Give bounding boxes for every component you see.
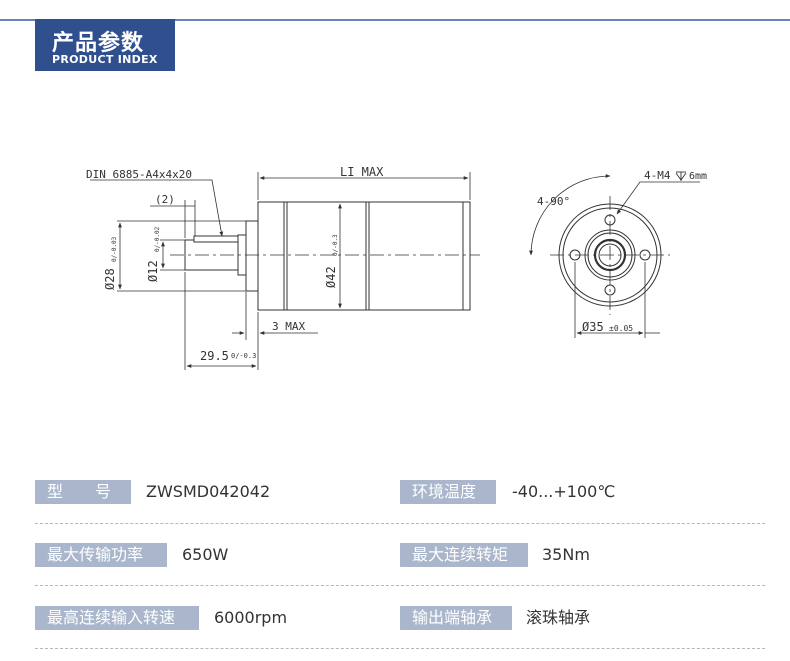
header-rule [0, 19, 790, 21]
shaft-diameter-tol: 0/-0.02 [154, 226, 161, 252]
spec-label-model: 型 号 [35, 480, 131, 504]
shaft-diameter-label: Ø12 [146, 260, 160, 282]
spec-label-ambient-temp: 环境温度 [400, 480, 496, 504]
spec-label-max-speed: 最高连续输入转速 [35, 606, 199, 630]
spec-label-max-torque: 最大连续转矩 [400, 543, 528, 567]
depth-label: 6mm [689, 171, 707, 182]
spec-label-output-bearing: 输出端轴承 [400, 606, 512, 630]
spec-value-max-speed: 6000rpm [214, 608, 288, 627]
spec-value-max-power: 650W [182, 545, 229, 564]
flange-diameter-label: Ø28 [103, 268, 117, 290]
shaft-length-label: 29.5 [200, 349, 229, 363]
flange-offset-label: 3 MAX [272, 320, 305, 333]
depth-icon [675, 171, 687, 181]
spec-label-max-power: 最大传输功率 [35, 543, 167, 567]
spec-value-max-torque: 35Nm [542, 545, 590, 564]
spec-value-ambient-temp: -40...+100℃ [512, 482, 616, 501]
body-diameter-tol: 0/-0.3 [332, 234, 339, 256]
angle-label: 4-90° [537, 195, 570, 208]
offset-label: (2) [155, 193, 175, 206]
row-divider [35, 585, 765, 586]
section-subtitle: PRODUCT INDEX [52, 53, 158, 66]
shaft-length-tol: 0/-0.3 [231, 352, 256, 360]
row-divider [35, 523, 765, 524]
spec-value-model: ZWSMD042042 [146, 482, 271, 501]
gearbox-body [257, 201, 471, 311]
row-divider [35, 648, 765, 649]
bolt-circle-tol: ±0.05 [609, 324, 633, 333]
gearbox-flange [245, 220, 259, 292]
technical-drawing: DIN 6885-A4x4x20 (2) LI MAX 3 MAX 29.5 0… [86, 165, 707, 370]
section-title: 产品参数 [52, 31, 145, 56]
hole-label: 4-M4 [644, 169, 671, 182]
length-max-label: LI MAX [340, 165, 384, 179]
spec-value-output-bearing: 滚珠轴承 [526, 608, 591, 627]
flange-diameter-tol: 0/-0.03 [111, 236, 118, 262]
body-diameter-label: Ø42 [324, 266, 338, 288]
section-header: 产品参数 PRODUCT INDEX [35, 19, 175, 71]
bolt-circle-label: Ø35 [582, 320, 604, 334]
din-key-label: DIN 6885-A4x4x20 [86, 168, 192, 181]
